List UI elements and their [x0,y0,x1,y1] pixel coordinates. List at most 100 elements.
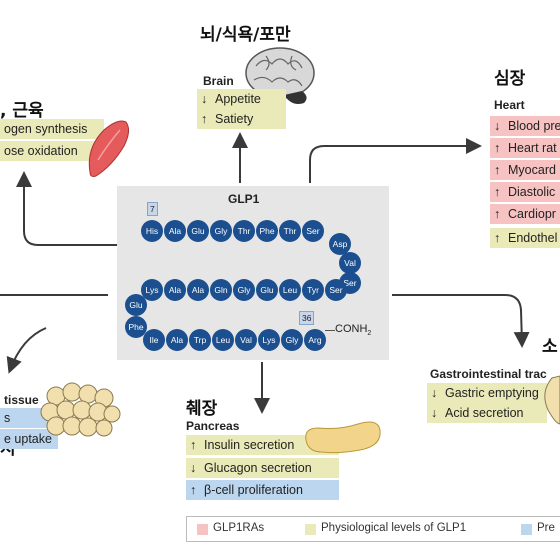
increase-arrow-icon: ↑ [494,141,501,155]
increase-arrow-icon: ↑ [190,483,197,497]
legend-swatch-glp1ras [197,524,208,535]
glp1-start-number: 7 [147,202,158,216]
brain-item-text: Appetite [215,92,261,106]
amino-acid-tyr: Tyr [302,279,324,301]
brain-item-satiety: ↑Satiety [197,109,286,129]
increase-arrow-icon: ↑ [494,163,501,177]
glp1-terminal-group: CONH2 [335,323,371,337]
increase-arrow-icon: ↑ [494,207,501,221]
heart-header: Heart [494,98,525,112]
adipose-item-text: e uptake [4,432,52,446]
amino-acid-glu: Glu [187,220,209,242]
heart-item-text: Myocard [508,163,556,177]
gi-item-acid-secretion: ↓Acid secretion [427,403,547,423]
amino-acid-ser: Ser [302,220,324,242]
amino-acid-lys: Lys [258,329,280,351]
amino-acid-ile: Ile [143,329,165,351]
gi-item-text: Gastric emptying [445,386,539,400]
amino-acid-val: Val [235,329,257,351]
muscle-item-text: ose oxidation [4,144,78,158]
heart-item-cardioprotection: ↑ Cardiopr [490,204,560,224]
muscle-item-glycogen-synthesis: ogen synthesis [0,119,104,139]
decrease-arrow-icon: ↓ [190,461,197,475]
amino-acid-asp: Asp [329,233,351,255]
amino-acid-arg: Arg [304,329,326,351]
increase-arrow-icon: ↑ [494,185,501,199]
legend-swatch-preclinical [521,524,532,535]
heart-item-endothelial: ↑ Endothel [490,228,560,248]
region-label-pancreas: 췌장 [186,399,218,419]
amino-acid-phe: Phe [256,220,278,242]
amino-acid-ala: Ala [164,279,186,301]
legend-label-glp1ras: GLP1RAs [213,522,265,534]
region-label-brain: 뇌/식욕/포만 [200,25,291,45]
legend-swatch-physiological [305,524,316,535]
heart-item-text: Diastolic [508,185,556,199]
amino-acid-gln: Gln [210,279,232,301]
pancreas-item-insulin: ↑ Insulin secretion [186,435,339,455]
gi-item-text: Acid secretion [445,406,524,420]
glp1-title: GLP1 [228,192,260,206]
adipose-item-1: s [0,408,58,428]
decrease-arrow-icon: ↓ [494,119,501,133]
amino-acid-leu: Leu [212,329,234,351]
terminal-text: CONH [335,323,368,335]
increase-arrow-icon: ↑ [494,231,501,245]
amino-acid-glu: Glu [256,279,278,301]
brain-header: Brain [203,74,234,88]
heart-item-heart-rate: ↑ Heart rat [490,138,560,158]
region-label-gi: 소 [542,337,558,357]
heart-item-text: Cardiopr [508,207,556,221]
muscle-item-text: ogen synthesis [4,122,88,136]
amino-acid-gly: Gly [210,220,232,242]
amino-acid-ala: Ala [164,220,186,242]
adipose-item-2: e uptake [0,429,58,449]
arrow-to-adipose-down [6,327,47,374]
amino-acid-thr: Thr [279,220,301,242]
region-label-heart: 심장 [494,69,526,89]
amino-acid-trp: Trp [189,329,211,351]
heart-item-text: Blood pre [508,119,560,133]
pancreas-item-text: β-cell proliferation [204,483,303,497]
amino-acid-ala: Ala [166,329,188,351]
amino-acid-phe: Phe [125,316,147,338]
amino-acid-gly: Gly [233,279,255,301]
arrow-to-muscle [16,171,117,246]
decrease-arrow-icon: ↓ [431,386,438,400]
gi-header: Gastrointestinal trac [430,367,547,381]
pancreas-item-glucagon: ↓ Glucagon secretion [186,458,339,478]
legend-label-physiological: Physiological levels of GLP1 [321,522,467,534]
amino-acid-ala: Ala [187,279,209,301]
increase-arrow-icon: ↑ [201,112,208,126]
heart-item-blood-pressure: ↓ Blood pre [490,116,560,136]
region-label-muscle: , 근육 [0,101,44,121]
adipose-item-text: s [4,411,11,425]
heart-item-text: Endothel [508,231,558,245]
muscle-item-glucose-oxidation: ose oxidation [0,141,104,161]
pancreas-item-text: Insulin secretion [204,438,295,452]
glp1-end-number: 36 [299,311,315,325]
decrease-arrow-icon: ↓ [201,92,208,106]
arrow-to-heart [309,138,482,183]
amino-acid-his: His [141,220,163,242]
gi-item-gastric-emptying: ↓ Gastric emptying [427,383,547,403]
pancreas-item-beta-cell: ↑ β-cell proliferation [186,480,339,500]
amino-acid-gly: Gly [281,329,303,351]
increase-arrow-icon: ↑ [190,438,197,452]
amino-acid-leu: Leu [279,279,301,301]
amino-acid-ser: Ser [325,279,347,301]
legend: GLP1RAs Physiological levels of GLP1 Pre [186,516,560,542]
amino-acid-thr: Thr [233,220,255,242]
amino-acid-glu: Glu [125,294,147,316]
heart-item-myocardial: ↑ Myocard [490,160,560,180]
arrow-to-gi [392,294,530,348]
heart-item-text: Heart rat [508,141,557,155]
pancreas-item-text: Glucagon secretion [204,461,312,475]
pancreas-header: Pancreas [186,419,240,433]
terminal-subscript: 2 [367,330,372,338]
amino-acid-lys: Lys [141,279,163,301]
amino-acid-val: Val [339,252,361,274]
